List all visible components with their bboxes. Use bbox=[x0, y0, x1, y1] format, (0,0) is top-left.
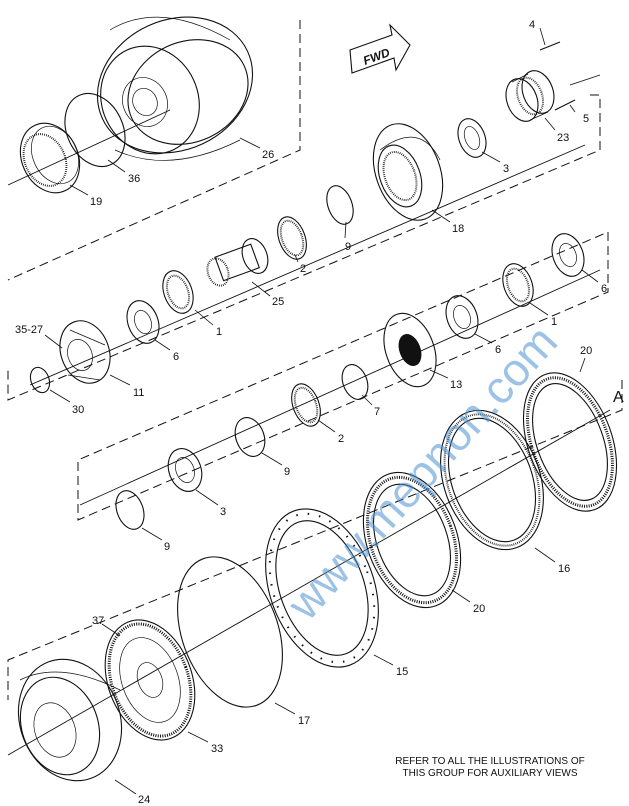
seal-19 bbox=[19, 122, 81, 194]
thrust-bearing-1-left bbox=[162, 270, 194, 314]
callout-6-right: 6 bbox=[601, 283, 607, 295]
callout-3-mid: 3 bbox=[220, 506, 226, 518]
callout-20-right: 20 bbox=[580, 345, 592, 357]
callout-25: 25 bbox=[272, 296, 284, 308]
planet-carrier-11 bbox=[59, 320, 111, 384]
clutch-disc-20-left bbox=[362, 471, 462, 609]
washer-6-left bbox=[126, 300, 160, 344]
callout-2-top: 2 bbox=[300, 263, 306, 275]
callout-4: 4 bbox=[529, 19, 535, 31]
callout-1-left: 1 bbox=[216, 326, 222, 338]
pin-4 bbox=[539, 41, 561, 51]
callout-7: 7 bbox=[374, 406, 380, 418]
callout-1-right: 1 bbox=[551, 316, 557, 328]
callout-24: 24 bbox=[138, 794, 150, 806]
callout-9-low: 9 bbox=[164, 541, 170, 553]
callout-17: 17 bbox=[298, 715, 310, 727]
plate-16 bbox=[440, 409, 544, 551]
callout-37: 37 bbox=[92, 615, 104, 627]
clutch-pack-33 bbox=[104, 619, 196, 741]
callout-13: 13 bbox=[450, 379, 462, 391]
washer-6-right bbox=[551, 233, 585, 277]
thrust-bearing-2-top bbox=[277, 216, 307, 260]
callout-11: 11 bbox=[133, 387, 144, 399]
snap-ring-9-top bbox=[326, 185, 354, 225]
footer-note: REFER TO ALL THE ILLUSTRATIONS OF THIS G… bbox=[395, 756, 585, 779]
callout-23: 23 bbox=[557, 132, 569, 144]
fwd-arrow: FWD bbox=[349, 23, 411, 74]
footer-note-line2: THIS GROUP FOR AUXILIARY VIEWS bbox=[402, 768, 577, 779]
callout-labels: 4 5 23 3 26 36 19 18 9 2 25 1 6 35-27 11… bbox=[15, 19, 607, 806]
sun-gear-plate-13 bbox=[383, 312, 437, 388]
callout-6-mid: 6 bbox=[495, 344, 501, 356]
callout-16: 16 bbox=[558, 563, 570, 575]
axis-band-4 bbox=[7, 380, 623, 756]
thrust-bearing-2-mid bbox=[291, 383, 321, 427]
callout-2-mid: 2 bbox=[338, 433, 344, 445]
housing-24 bbox=[17, 658, 123, 782]
leader-lines bbox=[44, 27, 599, 795]
roller-bearing-23 bbox=[505, 70, 555, 122]
callout-33: 33 bbox=[211, 743, 223, 755]
hub-26 bbox=[96, 16, 254, 161]
piston-plate-15 bbox=[265, 508, 379, 668]
pin-5 bbox=[554, 99, 576, 111]
washer-3-mid bbox=[167, 448, 203, 492]
axis-band-1 bbox=[7, 20, 301, 281]
section-marker-a: A bbox=[613, 389, 624, 406]
oring-36 bbox=[64, 93, 126, 167]
oring-17 bbox=[177, 556, 283, 708]
footer-note-line1: REFER TO ALL THE ILLUSTRATIONS OF bbox=[395, 756, 585, 767]
callout-6-left: 6 bbox=[173, 351, 179, 363]
callout-18: 18 bbox=[452, 223, 464, 235]
callout-30: 30 bbox=[72, 404, 84, 416]
washer-3-top bbox=[457, 118, 487, 158]
callout-19: 19 bbox=[90, 196, 102, 208]
washer-6-mid bbox=[445, 295, 479, 339]
thrust-bearing-1-right bbox=[502, 263, 534, 307]
callout-5: 5 bbox=[583, 113, 589, 125]
callout-36: 36 bbox=[128, 173, 140, 185]
snap-ring-9-mid bbox=[234, 417, 266, 457]
watermark: www.mepnon.com bbox=[276, 315, 567, 630]
callout-35-27: 35-27 bbox=[15, 324, 43, 336]
snap-ring-30 bbox=[29, 366, 51, 394]
callout-15: 15 bbox=[396, 666, 408, 678]
callout-9-mid: 9 bbox=[284, 466, 290, 478]
carrier-18 bbox=[372, 123, 444, 221]
washer-7 bbox=[341, 364, 369, 400]
callout-9-top: 9 bbox=[345, 241, 351, 253]
axis-band-3 bbox=[77, 231, 609, 521]
snap-ring-9-low bbox=[115, 490, 145, 530]
callout-20-left: 20 bbox=[473, 603, 485, 615]
axis-band-2 bbox=[7, 74, 601, 401]
callout-26: 26 bbox=[262, 149, 274, 161]
shaft-25 bbox=[206, 238, 269, 287]
callout-3-top: 3 bbox=[503, 163, 509, 175]
